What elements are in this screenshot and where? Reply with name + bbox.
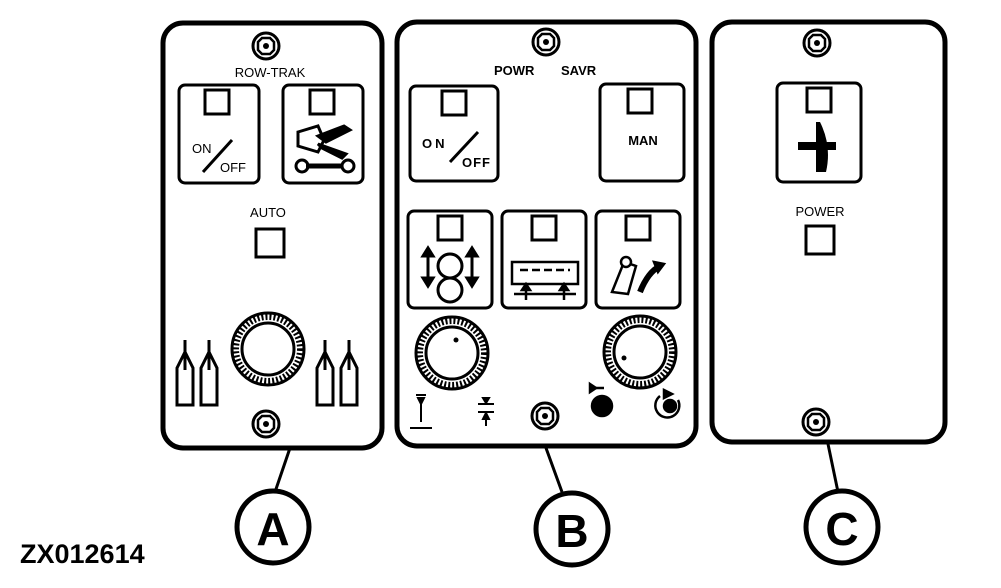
powr-savr-off-label: OFF xyxy=(462,155,491,170)
auto-label: AUTO xyxy=(250,205,286,220)
callout-a-label: A xyxy=(256,503,289,555)
header-level-icon xyxy=(510,260,580,300)
panel-b-top-screw-icon xyxy=(531,27,561,57)
height-set-icon xyxy=(478,397,494,426)
panel-a-bottom-screw-icon xyxy=(251,409,281,439)
row-trak-off-label: OFF xyxy=(220,160,246,175)
header-level-button[interactable] xyxy=(500,209,588,310)
row-trak-title: ROW-TRAK xyxy=(235,65,306,80)
row-trak-knob[interactable] xyxy=(232,313,304,385)
row-trak-on-off-lamp-icon xyxy=(203,88,231,116)
on-off-slash-icon xyxy=(201,138,234,174)
powr-savr-on-off-lamp-icon xyxy=(440,89,468,117)
panel-c: POWER C xyxy=(709,19,948,566)
power-label: POWER xyxy=(795,204,844,219)
reel-position-button[interactable] xyxy=(594,209,682,310)
row-trak-service-button[interactable] xyxy=(281,83,365,185)
powr-savr-slash-icon xyxy=(448,130,480,164)
row-trak-on-off-button[interactable]: ON OFF xyxy=(177,83,261,185)
powr-savr-on-off-button[interactable]: ON OFF xyxy=(408,84,500,183)
row-trak-service-lamp-icon xyxy=(308,88,336,116)
callout-b-label: B xyxy=(555,505,588,557)
man-label: MAN xyxy=(628,133,658,148)
fast-response-icon xyxy=(588,381,614,418)
callout-b-leader xyxy=(544,447,564,493)
power-engage-lamp-icon xyxy=(805,86,833,114)
panel-c-top-screw-icon xyxy=(802,28,832,58)
sensitivity-knob-right[interactable] xyxy=(604,316,676,388)
reel-tilt-icon xyxy=(610,255,667,296)
callout-c-circle xyxy=(803,488,881,566)
man-lamp-icon xyxy=(626,87,654,115)
row-trak-on-label: ON xyxy=(192,141,212,156)
powr-savr-on-label: ON xyxy=(422,136,448,151)
figure-id: ZX012614 xyxy=(20,539,145,569)
sensitivity-knob-left[interactable] xyxy=(416,317,488,389)
reel-position-lamp-icon xyxy=(624,214,652,242)
power-indicator-lamp-icon xyxy=(804,224,836,256)
panel-b-bottom-screw-icon xyxy=(530,401,560,431)
engage-symbol-icon xyxy=(798,122,836,172)
slow-response-icon xyxy=(654,387,681,419)
callout-c-label: C xyxy=(825,503,858,555)
man-button[interactable]: MAN xyxy=(598,82,686,183)
power-engage-button[interactable] xyxy=(775,81,863,184)
panel-b: POWR SAVR ON OFF MAN xyxy=(394,19,699,568)
panel-a-top-screw-icon xyxy=(251,31,281,61)
auto-indicator-lamp-icon xyxy=(254,227,286,259)
savr-title: SAVR xyxy=(561,63,597,78)
height-sensing-button[interactable] xyxy=(406,209,494,310)
callout-a-leader xyxy=(273,447,292,493)
callout-c-leader xyxy=(826,443,840,493)
panel-a: ROW-TRAK ON OFF AUTO xyxy=(160,20,385,566)
panel-c-bottom-screw-icon xyxy=(801,407,831,437)
height-sensing-lamp-icon xyxy=(436,214,464,242)
pliers-wrench-icon xyxy=(294,124,356,174)
callout-b-circle xyxy=(533,490,611,568)
wheels-up-down-icon xyxy=(420,245,480,304)
callout-a-circle xyxy=(234,488,312,566)
lower-limit-icon xyxy=(410,394,432,429)
header-level-lamp-icon xyxy=(530,214,558,242)
powr-title: POWR xyxy=(494,63,535,78)
